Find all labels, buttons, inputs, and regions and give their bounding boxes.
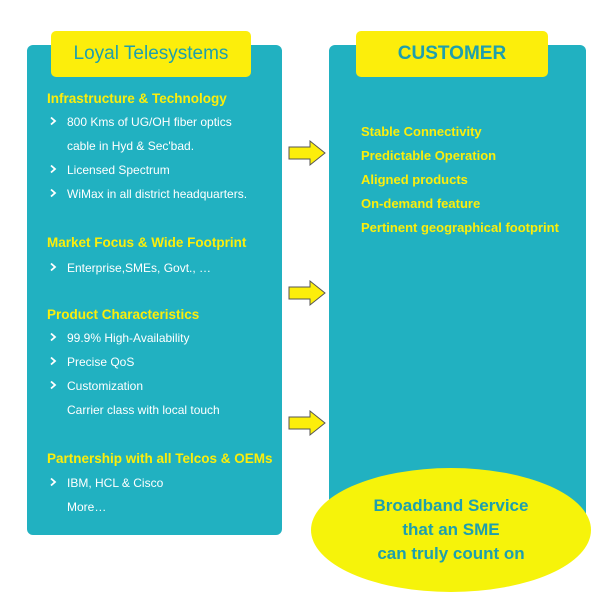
bullet-item: 800 Kms of UG/OH fiber optics	[67, 115, 232, 129]
callout-line: can truly count on	[377, 544, 525, 563]
bullet-item: WiMax in all district headquarters.	[67, 187, 248, 201]
bullet-item: Precise QoS	[67, 355, 135, 369]
bullet-item: Carrier class with local touch	[67, 403, 220, 417]
provider-title: Loyal Telesystems	[51, 31, 251, 77]
bullet-item: IBM, HCL & Cisco	[67, 476, 164, 490]
feature-item: On-demand feature	[361, 196, 481, 211]
feature-item: Aligned products	[361, 172, 468, 187]
section-heading-partnership: Partnership with all Telcos & OEMs	[47, 451, 273, 466]
bullet-item: Customization	[67, 379, 144, 393]
chevron-right-icon	[48, 164, 58, 174]
right-arrow-icon	[288, 139, 328, 167]
chevron-right-icon	[48, 262, 58, 272]
provider-title-text: Loyal Telesystems	[73, 43, 229, 64]
customer-title: CUSTOMER	[356, 31, 548, 77]
bullet-item: Licensed Spectrum	[67, 163, 170, 177]
right-arrow-icon	[288, 409, 328, 437]
right-arrow-icon	[288, 279, 328, 307]
chevron-right-icon	[48, 332, 58, 342]
customer-panel	[329, 45, 586, 535]
chevron-right-icon	[48, 380, 58, 390]
section-heading-infrastructure: Infrastructure & Technology	[47, 91, 227, 106]
callout-line: that an SME	[402, 520, 500, 539]
feature-item: Stable Connectivity	[361, 124, 482, 139]
feature-item: Pertinent geographical footprint	[361, 220, 559, 235]
customer-title-text: CUSTOMER	[397, 43, 507, 64]
feature-item: Predictable Operation	[361, 148, 497, 163]
bullet-item: More…	[67, 500, 107, 514]
chevron-right-icon	[48, 356, 58, 366]
bullet-item: cable in Hyd & Sec'bad.	[67, 139, 195, 153]
value-proposition-callout: Broadband Service that an SME can truly …	[311, 468, 591, 592]
chevron-right-icon	[48, 188, 58, 198]
callout-line: Broadband Service	[373, 496, 529, 515]
bullet-item: Enterprise,SMEs, Govt., …	[67, 261, 212, 275]
provider-panel	[27, 45, 282, 535]
section-heading-product: Product Characteristics	[47, 307, 200, 322]
chevron-right-icon	[48, 477, 58, 487]
chevron-right-icon	[48, 116, 58, 126]
section-heading-market-focus: Market Focus & Wide Footprint	[47, 235, 247, 250]
bullet-item: 99.9% High-Availability	[67, 331, 190, 345]
